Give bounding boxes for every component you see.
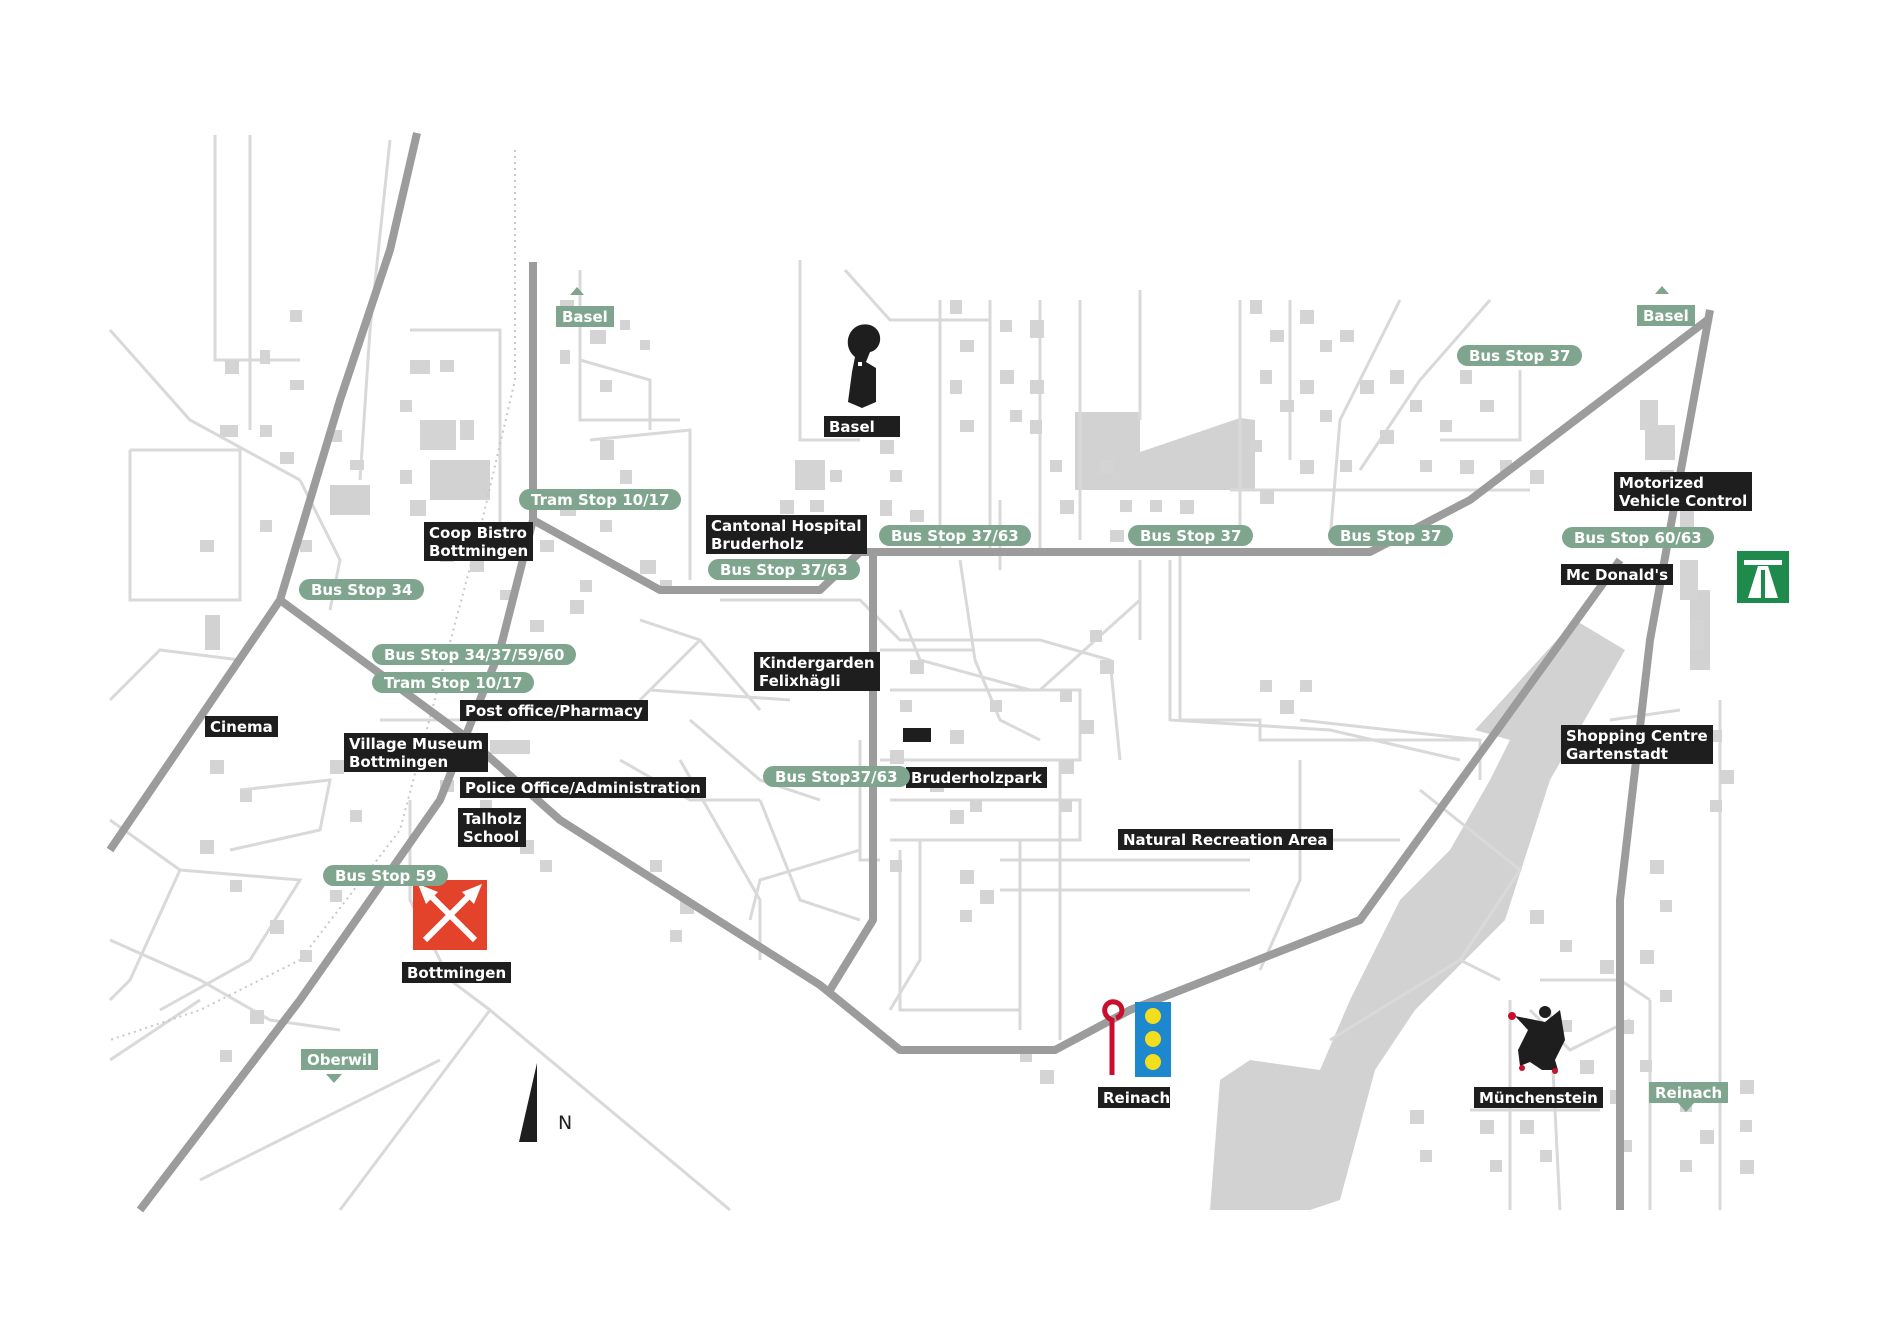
bottmingen-town-label: Bottmingen [402,962,512,983]
direction-arrows [326,286,1694,1112]
motorized-vehicle-label: Motorized Vehicle Control [1614,472,1753,511]
buildings [200,300,1754,1174]
motorway-icon [1737,551,1789,603]
tram-stop-1017-north[interactable]: Tram Stop 10/17 [519,489,682,510]
north-arrow-icon [519,1063,537,1142]
river-green-strip [1210,620,1625,1210]
direction-basel-west[interactable]: Basel [556,306,614,327]
direction-oberwil[interactable]: Oberwil [301,1049,379,1070]
field-3 [205,615,220,650]
bottmingen-arrows-icon [413,880,487,950]
bus-stop-34[interactable]: Bus Stop 34 [299,579,425,600]
mcdonalds-label: Mc Donald's [1561,564,1673,585]
reinach-coat-icon [1102,999,1171,1077]
muenchenstein-figure-icon [1508,1006,1565,1074]
bus-stop-37-north[interactable]: Bus Stop 37 [1457,345,1583,366]
bus-stop-37-a[interactable]: Bus Stop 37 [1128,525,1254,546]
post-office-label: Post office/Pharmacy [460,700,648,721]
bus-stop-3763-center[interactable]: Bus Stop 37/63 [879,525,1031,546]
coop-bistro-label: Coop Bistro Bottmingen [424,522,534,561]
cinema-label: Cinema [205,716,278,737]
field-2 [430,460,490,500]
bus-stop-34-37-59-60[interactable]: Bus Stop 34/37/59/60 [372,644,577,665]
bus-stop-3763-park[interactable]: Bus Stop37/63 [763,766,910,787]
bus-stop-37-b[interactable]: Bus Stop 37 [1328,525,1454,546]
school-ground [1075,412,1255,490]
cantonal-hospital-label: Cantonal Hospital Bruderholz [706,515,867,554]
village-museum-label: Village Museum Bottmingen [344,733,489,772]
muenchenstein-town-label: Münchenstein [1474,1087,1603,1108]
direction-basel-east[interactable]: Basel [1637,305,1695,326]
field-4 [1645,425,1675,460]
bruderholzpark-label: Bruderholzpark [906,767,1047,788]
basel-crosier-icon [847,324,881,408]
reinach-town-label: Reinach [1098,1087,1170,1108]
talholz-school-label: Talholz School [458,808,527,847]
tram-stop-1017-south[interactable]: Tram Stop 10/17 [372,672,535,693]
shopping-centre-label: Shopping Centre Gartenstadt [1561,725,1713,764]
police-office-label: Police Office/Administration [460,777,706,798]
basel-town-label: Basel [824,416,900,437]
natural-recreation-label: Natural Recreation Area [1118,829,1333,850]
north-label: N [558,1112,573,1134]
bruderholzpark-marker [903,728,931,742]
kindergarden-label: Kindergarden Felixhägli [754,652,880,691]
park-areas [205,412,1710,1210]
bus-stop-3763-hospital[interactable]: Bus Stop 37/63 [708,559,860,580]
bus-stop-59[interactable]: Bus Stop 59 [323,865,449,886]
bus-stop-6063[interactable]: Bus Stop 60/63 [1562,527,1714,548]
field-1 [330,485,370,515]
direction-reinach-south[interactable]: Reinach [1649,1082,1729,1103]
